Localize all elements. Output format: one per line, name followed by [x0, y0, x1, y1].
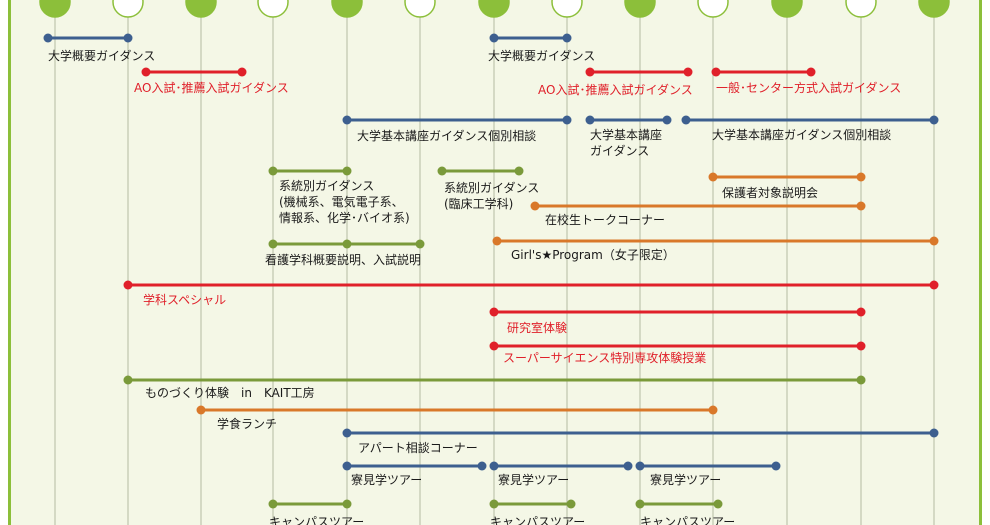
time-slot-marker-open: [257, 0, 289, 18]
event-endpoint: [141, 67, 151, 77]
event-endpoint: [585, 67, 595, 77]
event-endpoint: [342, 428, 352, 438]
event-endpoint: [415, 239, 425, 249]
event-label: 保護者対象説明会: [722, 186, 819, 200]
event-endpoint: [489, 499, 499, 509]
event-label: 学科スペシャル: [143, 293, 227, 307]
time-slot-marker-filled: [331, 0, 363, 18]
time-slot-marker-filled: [39, 0, 71, 18]
event-endpoint: [856, 341, 866, 351]
event-label: 大学概要ガイダンス: [48, 49, 156, 63]
event-label: 大学概要ガイダンス: [488, 49, 596, 63]
time-slot-marker-open: [697, 0, 729, 18]
event-label: 研究室体験: [507, 321, 568, 335]
event-endpoint: [929, 236, 939, 246]
event-label: 系統別ガイダンス(機械系、電気電子系、情報系、化学･バイオ系): [279, 179, 410, 225]
event-endpoint: [489, 307, 499, 317]
time-slot-marker-open: [112, 0, 144, 18]
event-endpoint: [530, 201, 540, 211]
event-endpoint: [342, 239, 352, 249]
event-endpoint: [43, 33, 53, 43]
event-endpoint: [342, 499, 352, 509]
event-label: 在校生トークコーナー: [545, 213, 666, 227]
event-label: アパート相談コーナー: [358, 441, 478, 455]
event-label: ものづくり体験 in KAIT工房: [145, 386, 315, 400]
event-endpoint: [683, 67, 693, 77]
event-label: キャンパスツアー: [640, 515, 736, 525]
event-endpoint: [929, 280, 939, 290]
event-endpoint: [342, 166, 352, 176]
event-endpoint: [771, 461, 781, 471]
event-endpoint: [585, 115, 595, 125]
timetable-panel: [8, 0, 982, 525]
event-endpoint: [489, 461, 499, 471]
event-label: AO入試･推薦入試ガイダンス: [134, 81, 289, 95]
time-slot-marker-open: [551, 0, 583, 18]
event-label: キャンパスツアー: [269, 515, 365, 525]
event-endpoint: [623, 461, 633, 471]
event-endpoint: [342, 461, 352, 471]
event-endpoint: [806, 67, 816, 77]
time-slot-marker-open: [404, 0, 436, 18]
event-endpoint: [713, 499, 723, 509]
event-endpoint: [123, 280, 133, 290]
event-endpoint: [635, 461, 645, 471]
event-label: 学食ランチ: [217, 417, 278, 431]
event-endpoint: [123, 375, 133, 385]
event-label: 大学基本講座ガイダンス個別相談: [712, 128, 892, 142]
event-endpoint: [635, 499, 645, 509]
time-slot-marker-filled: [771, 0, 803, 18]
event-endpoint: [562, 115, 572, 125]
event-endpoint: [856, 307, 866, 317]
event-label: 大学基本講座ガイダンス: [590, 128, 663, 158]
event-label: 寮見学ツアー: [498, 473, 570, 487]
time-slot-marker-open: [845, 0, 877, 18]
event-endpoint: [123, 33, 133, 43]
event-endpoint: [342, 115, 352, 125]
event-endpoint: [929, 428, 939, 438]
time-slot-marker-filled: [624, 0, 656, 18]
time-slot-marker-filled: [918, 0, 950, 18]
event-endpoint: [477, 461, 487, 471]
event-endpoint: [514, 166, 524, 176]
event-endpoint: [711, 67, 721, 77]
event-label: AO入試･推薦入試ガイダンス: [538, 83, 693, 97]
event-endpoint: [566, 499, 576, 509]
event-label: Girl's★Program（女子限定）: [511, 248, 675, 262]
event-endpoint: [681, 115, 691, 125]
event-endpoint: [708, 172, 718, 182]
event-endpoint: [708, 405, 718, 415]
event-endpoint: [237, 67, 247, 77]
event-endpoint: [856, 172, 866, 182]
event-label: 大学基本講座ガイダンス個別相談: [357, 129, 537, 143]
event-endpoint: [662, 115, 672, 125]
event-endpoint: [489, 33, 499, 43]
event-label: 系統別ガイダンス(臨床工学科): [444, 181, 540, 211]
event-endpoint: [856, 375, 866, 385]
event-label: 看護学科概要説明、入試説明: [265, 253, 422, 267]
time-slot-marker-filled: [478, 0, 510, 18]
event-label: 一般･センター方式入試ガイダンス: [716, 81, 902, 95]
event-label: キャンパスツアー: [490, 515, 586, 525]
event-label: 寮見学ツアー: [650, 473, 722, 487]
event-endpoint: [196, 405, 206, 415]
event-label: 寮見学ツアー: [351, 473, 423, 487]
event-endpoint: [492, 236, 502, 246]
event-endpoint: [856, 201, 866, 211]
event-endpoint: [268, 499, 278, 509]
event-endpoint: [268, 166, 278, 176]
event-label: スーパーサイエンス特別専攻体験授業: [503, 351, 707, 365]
event-endpoint: [929, 115, 939, 125]
time-slot-marker-filled: [185, 0, 217, 18]
event-endpoint: [437, 166, 447, 176]
event-endpoint: [562, 33, 572, 43]
event-endpoint: [268, 239, 278, 249]
event-endpoint: [489, 341, 499, 351]
